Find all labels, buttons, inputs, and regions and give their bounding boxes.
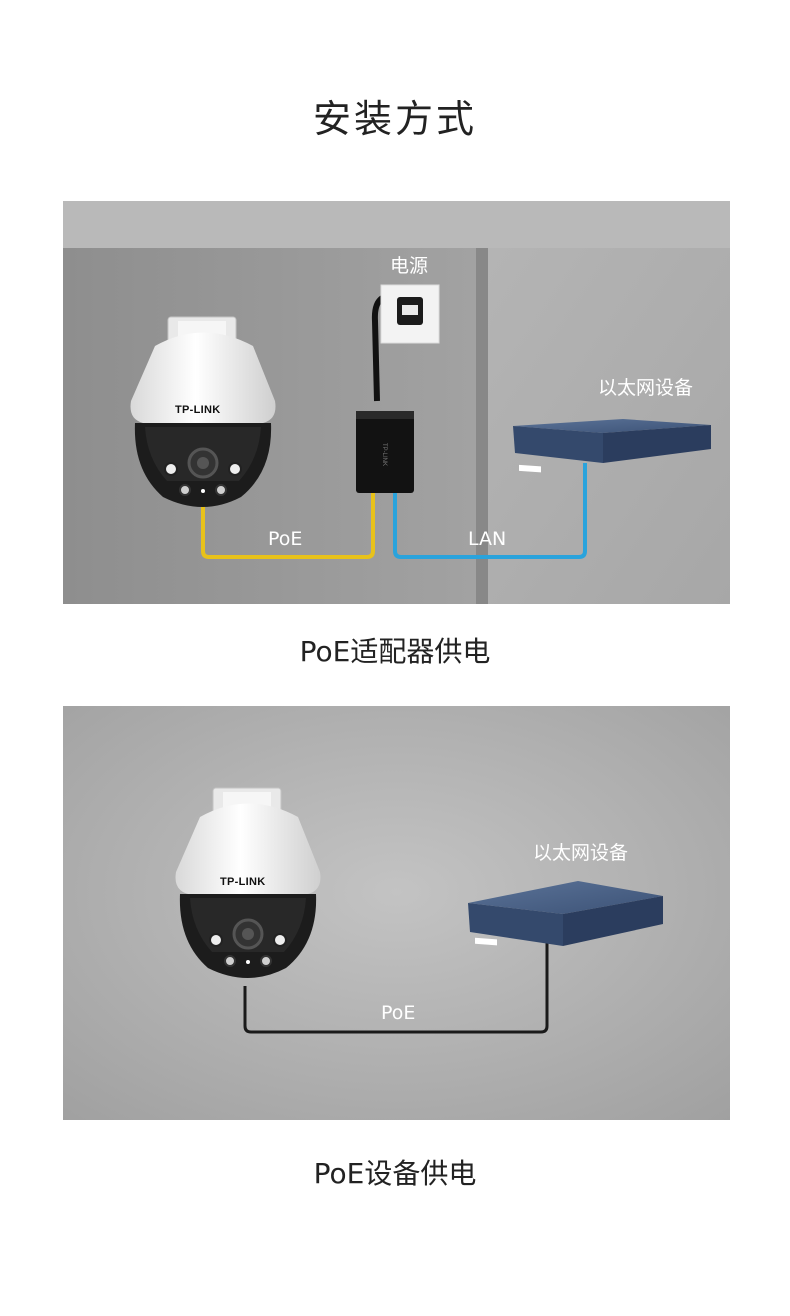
network-device-label: 以太网设备	[533, 842, 629, 864]
camera-brand: TP-LINK	[220, 876, 266, 888]
poe-adapter: TP-LINK	[356, 411, 414, 493]
power-label: 电源	[390, 255, 429, 277]
ethernet-switch	[513, 419, 711, 473]
lan-label: LAN	[468, 528, 507, 550]
poe-label: PoE	[268, 528, 303, 550]
page-title: 安装方式	[312, 97, 477, 141]
lan-cable	[393, 463, 587, 559]
poe-cable	[243, 938, 549, 1034]
camera-brand: TP-LINK	[175, 404, 221, 416]
poe-adapter-scene: TP-LINK	[63, 201, 730, 604]
network-device-label: 以太网设备	[598, 377, 694, 399]
poe-cable	[201, 491, 375, 559]
poe-adapter-diagram: TP-LINK TP-LINK 电源 以太网设备 PoE LAN	[63, 201, 730, 604]
caption-poe-device: PoE设备供电	[313, 1157, 477, 1190]
poe-device-diagram: TP-LINK 以太网设备 PoE	[63, 706, 730, 1120]
poe-device-scene	[63, 706, 730, 1120]
poe-label: PoE	[381, 1002, 416, 1024]
power-outlet	[380, 284, 440, 344]
svg-text:TP-LINK: TP-LINK	[381, 443, 387, 466]
ethernet-switch	[468, 881, 663, 946]
ptz-camera	[175, 787, 321, 978]
ptz-camera	[130, 316, 276, 507]
caption-poe-adapter: PoE适配器供电	[299, 635, 491, 668]
